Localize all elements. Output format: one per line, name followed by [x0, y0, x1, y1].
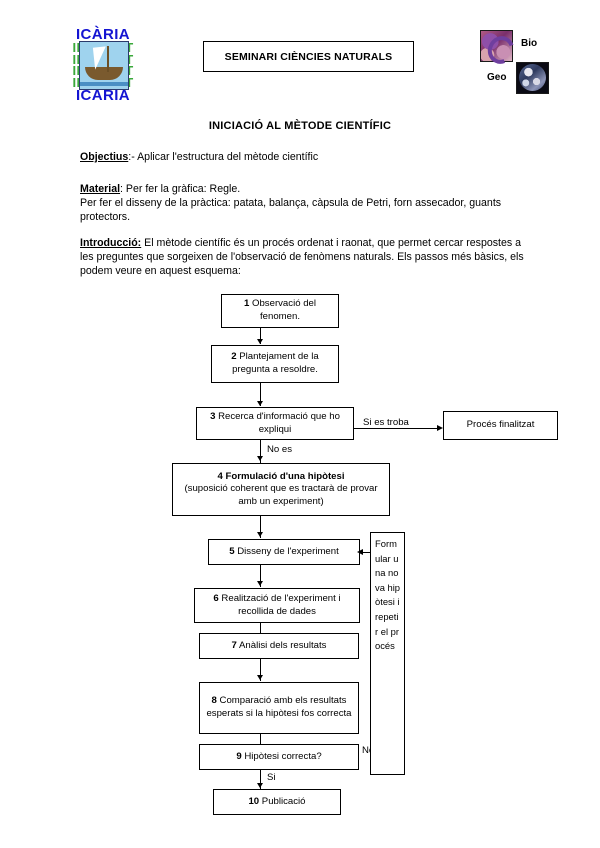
flow-box-6-label: Realització de l'experiment i recollida …: [218, 592, 341, 617]
flow-box-4: 4 Formulació d'una hipòtesi (suposició c…: [172, 463, 390, 516]
flow-box-5-num: 5: [229, 545, 235, 557]
boat-icon: [79, 41, 129, 90]
objectius-paragraph: Objectius:- Aplicar l'estructura del mèt…: [80, 150, 530, 164]
flow-box-6: 6 Realització de l'experiment i recollid…: [194, 588, 360, 623]
flow-box-10-num: 10: [248, 795, 260, 807]
label-no: No: [360, 745, 377, 756]
flow-box-3: 3 Recerca d'informació que ho expliqui: [196, 407, 354, 440]
objectius-lead: Objectius: [80, 151, 129, 163]
flow-box-1-num: 1: [244, 298, 250, 310]
label-si: Si: [265, 772, 278, 783]
earth-globe-icon: [516, 62, 549, 94]
flow-box-8: 8 Comparació amb els resultats esperats …: [199, 682, 359, 734]
arrow-1-2: [257, 339, 263, 344]
flow-box-8-text: 8 Comparació amb els resultats esperats …: [204, 695, 354, 720]
connector-7-8: [260, 659, 261, 681]
flow-box-1-text: 1 Observació del fenomen.: [226, 298, 334, 323]
flow-box-1-label: Observació del fenomen.: [249, 298, 316, 322]
flow-box-4-sub: (suposició coherent que es tractarà de p…: [184, 483, 378, 507]
connector-3-terminal: [354, 428, 441, 429]
flow-box-2-label: Plantejament de la pregunta a resoldre.: [232, 351, 319, 375]
flow-box-3-text: 3 Recerca d'informació que ho expliqui: [201, 411, 349, 436]
bio-label: Bio: [521, 38, 538, 49]
flow-box-8-num: 8: [211, 695, 217, 707]
flow-box-4-label: Formulació d'una hipòtesi: [222, 470, 345, 482]
flow-box-9-num: 9: [236, 750, 242, 762]
bio-geo-block: Bio Geo: [480, 30, 568, 94]
label-si-es-troba: Si es troba: [361, 417, 411, 428]
flow-box-5-text: 5 Disseny de l'experiment: [229, 546, 339, 559]
arrow-2-3: [257, 401, 263, 406]
flow-box-2-text: 2 Plantejament de la pregunta a resoldre…: [216, 351, 334, 376]
connector-loop-5: [360, 552, 372, 553]
connector-5-6: [260, 565, 261, 587]
arrow-5-6: [257, 581, 263, 586]
flow-box-7-label: Anàlisi dels resultats: [236, 639, 327, 651]
flow-box-9-text: 9 Hipòtesi correcta?: [236, 751, 321, 764]
flow-box-3-num: 3: [210, 410, 216, 422]
flow-box-9: 9 Hipòtesi correcta?: [199, 744, 359, 770]
logo-bottom-word: ICÀRIA: [75, 87, 131, 104]
flow-box-10: 10 Publicació: [213, 789, 341, 815]
page-title: INICIACIÓ AL MÈTODE CIENTÍFIC: [208, 120, 392, 132]
arrow-9-10: [257, 783, 263, 788]
geo-label: Geo: [487, 72, 507, 83]
flow-box-7: 7 Anàlisi dels resultats: [199, 633, 359, 659]
globe-shape: [519, 64, 546, 91]
label-no-es: No es: [265, 444, 295, 455]
institut-icaria-logo: ICÀRIA INSTITUT INSTITUT INSTITUT INSTIT…: [55, 27, 151, 107]
water-shape: [80, 82, 128, 86]
logo-top-word: ICÀRIA: [75, 26, 131, 43]
flow-box-loop-label: Formular una nova hipòtesi i repetir el …: [375, 538, 401, 652]
arrow-4-5: [257, 532, 263, 537]
introduccio-text: El mètode científic és un procés ordenat…: [80, 237, 524, 278]
flow-box-8-label: Comparació amb els resultats esperats si…: [206, 695, 352, 719]
flow-box-4-num: 4: [217, 470, 223, 482]
arrow-3-terminal: [437, 424, 443, 431]
flow-box-7-text: 7 Anàlisi dels resultats: [232, 640, 327, 653]
flow-box-2-num: 2: [231, 351, 237, 363]
flow-box-7-num: 7: [231, 639, 237, 651]
flow-box-1: 1 Observació del fenomen.: [221, 294, 339, 328]
material-paragraph: Material: Per fer la gràfica: Regle. Per…: [80, 182, 530, 225]
connector-4-5: [260, 516, 261, 538]
flow-box-4-title: 4 Formulació d'una hipòtesi: [217, 471, 344, 484]
material-text: : Per fer la gràfica: Regle.: [120, 183, 241, 195]
connector-1-2: [260, 328, 261, 344]
introduccio-lead: Introducció:: [80, 237, 142, 249]
flow-box-3-label: Recerca d'informació que ho expliqui: [215, 410, 340, 435]
material-text-2: Per fer el disseny de la pràctica: patat…: [80, 197, 502, 224]
seminar-title-box: SEMINARI CIÈNCIES NATURALS: [203, 41, 414, 72]
connector-2-3: [260, 383, 261, 406]
flow-box-6-num: 6: [213, 592, 219, 604]
arrow-loop-5: [357, 548, 363, 555]
connector-3-4: [260, 440, 261, 463]
arrow-3-4: [257, 456, 263, 461]
flow-box-5-label: Disseny de l'experiment: [234, 545, 339, 557]
hull-shape: [85, 67, 123, 80]
flow-box-2: 2 Plantejament de la pregunta a resoldre…: [211, 345, 339, 383]
flow-box-loop: Formular una nova hipòtesi i repetir el …: [370, 532, 405, 775]
material-lead: Material: [80, 183, 121, 195]
flow-box-5: 5 Disseny de l'experiment: [208, 539, 360, 565]
flow-box-terminal: Procés finalitzat: [443, 411, 558, 440]
cell-microscopy-icon: [480, 30, 519, 69]
seminar-title-label: SEMINARI CIÈNCIES NATURALS: [224, 50, 393, 63]
arrow-7-8: [257, 675, 263, 680]
flow-box-terminal-label: Procés finalitzat: [466, 419, 535, 431]
flow-box-6-text: 6 Realització de l'experiment i recollid…: [199, 593, 355, 618]
introduccio-paragraph: Introducció: El mètode científic és un p…: [80, 236, 530, 279]
flow-box-10-label: Publicació: [259, 795, 306, 807]
flow-box-10-text: 10 Publicació: [248, 796, 305, 809]
mast-shape: [107, 46, 109, 72]
connector-9-10: [260, 770, 261, 790]
objectius-text: :- Aplicar l'estructura del mètode cient…: [128, 151, 319, 163]
flow-box-9-label: Hipòtesi correcta?: [241, 750, 322, 762]
